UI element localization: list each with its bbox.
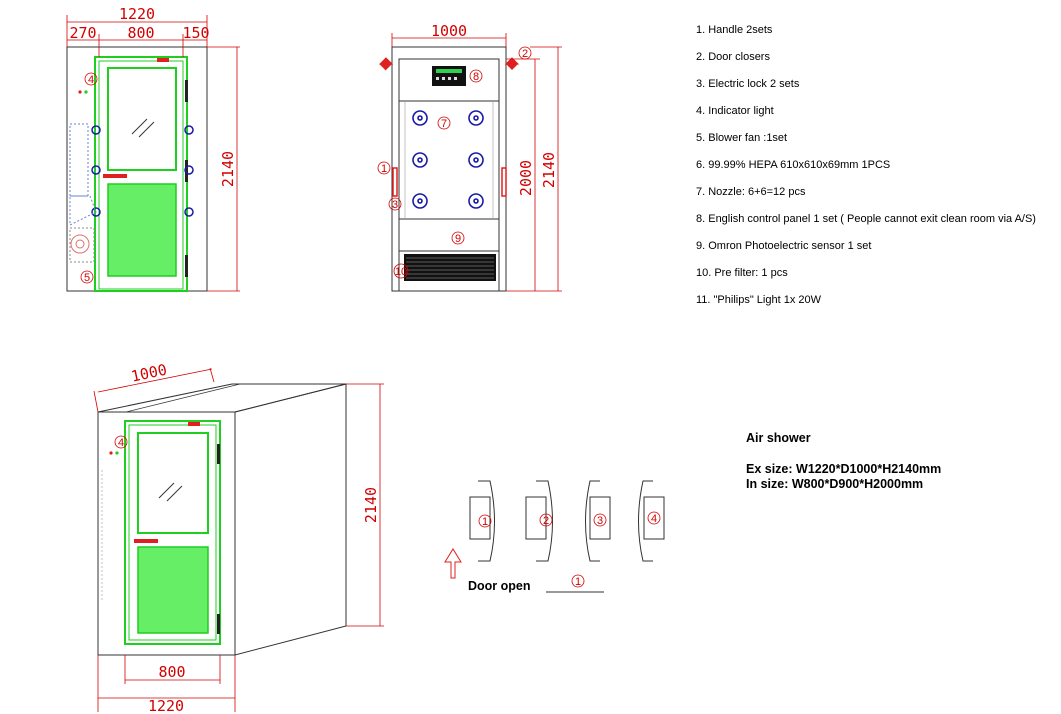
callout-5-front: 5 [84, 272, 90, 284]
in-size: In size: W800*D900*H2000mm [746, 477, 924, 491]
front-view: 1220 270 800 150 2140 4 5 [66, 5, 240, 292]
front-segment-left: 270 [69, 24, 96, 42]
legend-item: 10. Pre filter: 1 pcs [696, 267, 788, 279]
pre-filter-grille [404, 254, 496, 281]
door-option-1[interactable]: 1 [469, 480, 495, 562]
front-segment-middle: 800 [127, 24, 154, 42]
product-name: Air shower [746, 431, 811, 445]
front-door-closer [157, 58, 169, 62]
legend-list: 1. Handle 2sets 2. Door closers 3. Elect… [696, 22, 1036, 319]
iso-door-frame [124, 420, 221, 645]
iso-door-window [137, 432, 209, 534]
callout-1-back: 1 [381, 163, 387, 175]
door-open-label: Door open [468, 579, 531, 593]
door-open-arrow-icon [444, 548, 462, 579]
legend-item: 5. Blower fan :1set [696, 132, 788, 144]
iso-door-lower-panel [137, 546, 209, 634]
front-segment-right: 150 [182, 24, 209, 42]
back-handle-right [501, 167, 507, 197]
iso-depth: 1000 [129, 361, 168, 386]
isometric-view: 4 1000 2140 800 1220 [93, 361, 384, 714]
legend-item: 4. Indicator light [696, 105, 774, 117]
indicator-light-red [78, 90, 82, 94]
back-outer-height: 2140 [540, 152, 558, 188]
ex-size: Ex size: W1220*D1000*H2140mm [746, 462, 942, 476]
title-block: Air shower Ex size: W1220*D1000*H2140mm … [746, 431, 941, 492]
callout-7: 7 [441, 118, 447, 130]
callout-9: 9 [455, 233, 461, 245]
door-option-label: 3 [597, 515, 603, 527]
front-handle [103, 174, 127, 178]
door-open-options: 1 2 3 4 1 [444, 480, 665, 593]
front-door-window [107, 67, 177, 171]
front-overall-width: 1220 [119, 5, 155, 23]
legend-item: 6. 99.99% HEPA 610x610x69mm 1PCS [696, 159, 891, 171]
legend-item: 11. "Philips" Light 1x 20W [696, 294, 822, 306]
door-option-label: 4 [651, 513, 657, 525]
callout-8: 8 [473, 71, 479, 83]
iso-door-width: 800 [158, 663, 185, 681]
callout-3: 3 [392, 199, 398, 211]
nozzles [412, 110, 484, 209]
door-option-4[interactable]: 4 [638, 480, 665, 562]
iso-overall-width: 1220 [148, 697, 184, 714]
callout-4-iso: 4 [118, 437, 124, 449]
door-option-2[interactable]: 2 [525, 480, 553, 562]
back-width: 1000 [431, 22, 467, 40]
door-option-label: 1 [482, 516, 488, 528]
front-height: 2140 [219, 151, 237, 187]
front-door-lower-panel [107, 183, 177, 277]
door-open-selected: 1 [575, 576, 581, 588]
legend-item: 9. Omron Photoelectric sensor 1 set [696, 240, 872, 252]
callout-10: 10 [395, 266, 407, 278]
iso-handle [134, 539, 158, 543]
legend-item: 8. English control panel 1 set ( People … [696, 213, 1036, 225]
iso-side-face [234, 383, 347, 656]
callout-2: 2 [522, 48, 528, 60]
legend-item: 2. Door closers [696, 51, 770, 63]
legend-item: 7. Nozzle: 6+6=12 pcs [696, 186, 806, 198]
iso-height: 2140 [362, 487, 380, 523]
blower-fan [69, 227, 95, 263]
door-option-3[interactable]: 3 [585, 480, 611, 562]
door-option-label: 2 [543, 515, 549, 527]
legend-item: 3. Electric lock 2 sets [696, 78, 800, 90]
legend-item: 1. Handle 2sets [696, 24, 773, 36]
callout-4-front: 4 [88, 74, 94, 86]
back-view: 1000 2000 2140 2 8 7 1 3 9 10 [377, 22, 562, 292]
indicator-light-green [84, 90, 88, 94]
front-door-inner-frame [98, 60, 184, 290]
back-handle-left [392, 167, 398, 197]
back-inner-height: 2000 [517, 160, 535, 196]
